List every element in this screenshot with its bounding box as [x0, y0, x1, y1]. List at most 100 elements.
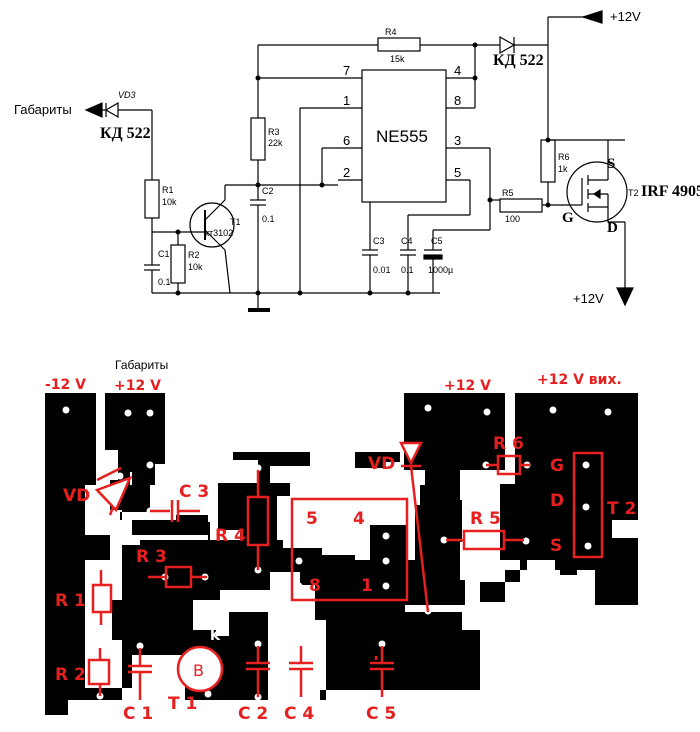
r3-value: 22k [268, 138, 283, 148]
r6-resistor [540, 139, 556, 183]
pcb-c5-label: C 5 [366, 704, 396, 724]
pcb-plus12-label-a: +12 V [114, 378, 161, 394]
vd-right-outline [398, 441, 424, 466]
r1-outline [91, 583, 113, 614]
drain-label: D [607, 220, 618, 236]
c2-value: 0.1 [262, 214, 275, 224]
transistor-model: IRF 4905 [641, 183, 700, 200]
c4-ref: C4 [401, 236, 413, 246]
r2-ref: R2 [188, 250, 200, 260]
pcb-r2-label: R 2 [55, 665, 86, 685]
pcb-pin8-label: 8 [309, 576, 321, 596]
pcb-r4-label: R 4 [215, 526, 246, 546]
r3-resistor [250, 117, 266, 161]
r1-value: 10k [162, 197, 177, 207]
kd522-right: КД 522 [493, 52, 544, 69]
ne555-label: NE555 [376, 127, 428, 146]
output-arrow [616, 287, 634, 307]
pcb-c1-label: C 1 [123, 704, 153, 724]
pcb-silkscreen [87, 441, 604, 700]
vd3-label: VD3 [118, 90, 136, 100]
c1-value: 0.1 [158, 277, 171, 287]
t1-outline [176, 645, 224, 693]
pcb-pin5-label: 5 [306, 509, 318, 529]
r4-resistor [377, 37, 421, 52]
r1-ref: R1 [162, 185, 174, 195]
ic-outline [290, 497, 409, 602]
r4-ref: R4 [385, 27, 397, 37]
t2-ref: T2 [628, 188, 639, 198]
pcb-c2-label: C 2 [238, 704, 268, 724]
pcb-r5-label: R 5 [470, 509, 501, 529]
pcb-minus12-label: -12 V [45, 377, 86, 393]
pcb-t2-label: T 2 [607, 499, 636, 519]
pcb-text: -12 V +12 V Габариты +12 V +12 V вих. VD… [45, 358, 636, 724]
pcb-k-label: K [210, 629, 221, 644]
pin-5: 5 [454, 165, 461, 180]
supply-arrow-top [581, 10, 603, 24]
c3-ref: C3 [373, 236, 385, 246]
pcb-e-label: E [210, 703, 219, 718]
ne555-chip [361, 69, 447, 203]
pcb-d-label: D [550, 491, 564, 511]
r3-ref: R3 [268, 127, 280, 137]
schematic [84, 10, 634, 312]
pin-4: 4 [454, 63, 461, 78]
pcb-s-label: S [550, 536, 562, 556]
supply-label-bottom: +12V [573, 291, 604, 306]
r5-ref: R5 [502, 188, 514, 198]
pcb-g-label: G [550, 456, 564, 476]
t2-mosfet [566, 161, 628, 223]
pcb-vd-left-label: VD [63, 486, 90, 506]
r2-outline [87, 658, 111, 686]
r1-resistor [144, 179, 160, 219]
t1-transistor [189, 202, 235, 248]
pcb-pin1-label: 1 [361, 576, 373, 596]
c4-value: 0.1 [401, 265, 414, 275]
gabarity-arrow [84, 102, 103, 118]
schematic-text: NE555 7 4 1 8 6 3 2 5 +12V +12V Габариты… [14, 9, 700, 306]
pcb-gabarity-label: Габариты [115, 358, 168, 372]
t1-ref: T1 [230, 217, 241, 227]
pin-1: 1 [343, 93, 350, 108]
r6-value: 1k [558, 164, 568, 174]
pcb-c3-label: C 3 [179, 482, 209, 502]
pcb-t1-label: T 1 [168, 694, 197, 714]
pcb-c4-label: C 4 [284, 704, 314, 724]
r5-outline [462, 529, 506, 551]
supply-label-top: +12V [610, 9, 641, 24]
c5-ref: C5 [431, 236, 443, 246]
r2-value: 10k [188, 262, 203, 272]
pin-2: 2 [343, 165, 350, 180]
pcb-pin4-label: 4 [353, 509, 365, 529]
pcb-board: -12 V +12 V Габариты +12 V +12 V вих. VD… [45, 358, 638, 724]
pcb-r6-label: R 6 [493, 434, 524, 454]
gate-label: G [562, 210, 574, 226]
pin-3: 3 [454, 133, 461, 148]
pcb-r3-label: R 3 [136, 547, 167, 567]
t2-outline [572, 451, 604, 559]
source-label: S [607, 156, 615, 172]
r5-resistor [499, 198, 543, 213]
c3-value: 0.01 [373, 265, 391, 275]
r4-value: 15k [390, 54, 405, 64]
r6-ref: R6 [558, 152, 570, 162]
t1-model: кт3102 [205, 228, 233, 238]
pin-8: 8 [454, 93, 461, 108]
c2-ref: C2 [262, 186, 274, 196]
pcb-r1-label: R 1 [55, 591, 86, 611]
pcb-plus12-out-label: +12 V вих. [537, 372, 622, 388]
pin-7: 7 [343, 63, 350, 78]
r5-value: 100 [505, 214, 520, 224]
vd-left-outline [94, 475, 133, 513]
pcb-t1-body-label: B [193, 661, 204, 680]
c1-ref: C1 [158, 249, 170, 259]
r2-resistor [170, 244, 186, 284]
pcb-vd-right-label: VD [368, 454, 395, 474]
kd522-left: КД 522 [100, 125, 151, 142]
schematic-junctions [175, 42, 551, 296]
pin-6: 6 [343, 133, 350, 148]
c5-value: 1000µ [428, 265, 453, 275]
pcb-plus12-label-b: +12 V [444, 378, 491, 394]
